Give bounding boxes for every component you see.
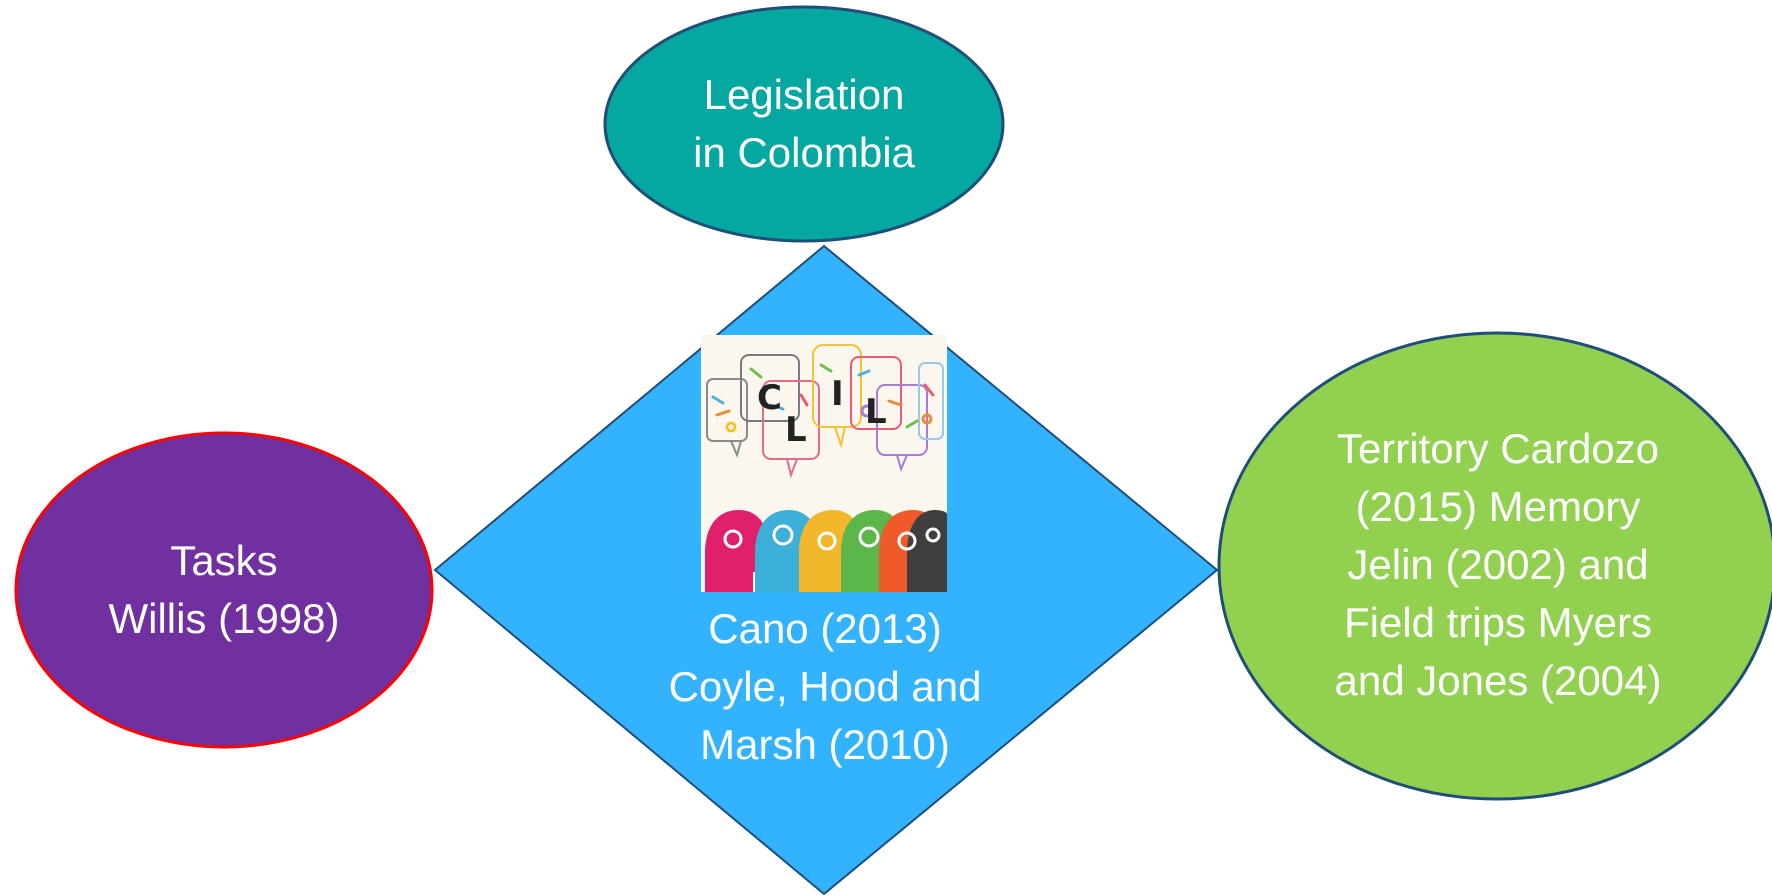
top-node-line-1: Legislation bbox=[703, 71, 905, 118]
left-node-line-1: Tasks bbox=[170, 537, 278, 584]
right-ellipse bbox=[1217, 331, 1772, 801]
clil-image: C L I L bbox=[701, 335, 947, 592]
right-node-line-2: (2015) Memory bbox=[1355, 483, 1641, 530]
clil-letter-l2: L bbox=[865, 392, 887, 432]
right-node-line-4: Field trips Myers bbox=[1343, 599, 1653, 646]
center-node-line-2: Coyle, Hood and bbox=[668, 663, 982, 710]
clil-letter-l1: L bbox=[785, 410, 807, 450]
clil-letter-c: C bbox=[757, 378, 782, 418]
right-node-line-3: Jelin (2002) and bbox=[1347, 541, 1649, 588]
right-node-line-1: Territory Cardozo bbox=[1336, 425, 1660, 472]
clil-heads-speech-bubbles-icon: C L I L bbox=[701, 335, 947, 592]
top-node-text: Legislation in Colomb​ia bbox=[605, 66, 1003, 182]
top-ellipse bbox=[603, 5, 1005, 243]
center-node-line-3: Marsh (2010) bbox=[700, 721, 950, 768]
center-node-text: Cano (2013) Coyle, Hood and Marsh (2010) bbox=[620, 600, 1030, 774]
left-node-text: Tasks Willis (1998) bbox=[16, 532, 432, 648]
right-node-text: Territory Cardozo (2015) Memory Jelin (2… bbox=[1220, 420, 1772, 710]
left-ellipse bbox=[14, 431, 434, 749]
center-node-line-1: Cano (2013) bbox=[708, 605, 942, 652]
top-node-line-2: in Colomb​ia bbox=[693, 129, 915, 176]
right-node-line-5: and Jones (2004) bbox=[1334, 657, 1662, 704]
clil-letter-i: I bbox=[831, 374, 844, 414]
left-node-line-2: Willis (1998) bbox=[108, 595, 340, 642]
